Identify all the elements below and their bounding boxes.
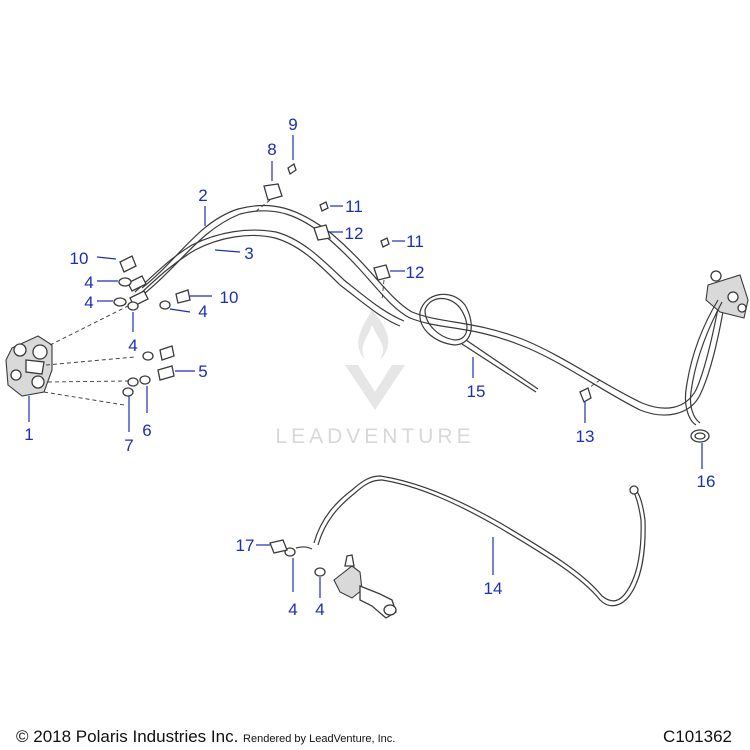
- fitting-17: [269, 539, 288, 554]
- leadventure-watermark: LEADVENTURE: [275, 310, 474, 448]
- rendered-by-text: Rendered by LeadVenture, Inc.: [243, 733, 396, 745]
- clamp-8: [263, 183, 283, 201]
- callout-3: 3: [244, 244, 253, 263]
- screw-11a: [319, 201, 329, 212]
- banjo-bolt-lower: [175, 289, 191, 304]
- callout-6: 6: [142, 421, 151, 440]
- callout-4-b: 4: [84, 293, 93, 312]
- clamp-12b: [373, 264, 391, 281]
- callout-12-b: 12: [406, 263, 425, 282]
- screw-11b: [380, 237, 390, 248]
- callout-11-b: 11: [406, 232, 424, 251]
- caliper-bolts: [122, 345, 175, 397]
- callout-1: 1: [24, 425, 33, 444]
- diagram-id: C101362: [662, 727, 732, 746]
- callout-12-a: 12: [345, 224, 364, 243]
- callout-11-a: 11: [345, 197, 363, 216]
- callout-2: 2: [198, 186, 207, 205]
- clamp-12a: [313, 224, 331, 241]
- callout-10-a: 10: [70, 249, 89, 268]
- callout-14: 14: [484, 579, 503, 598]
- flame-logo-icon: [358, 310, 389, 360]
- callout-17: 17: [236, 536, 255, 555]
- callout-4-e: 4: [288, 600, 297, 619]
- crush-washers: [113, 277, 326, 577]
- watermark-text: LEADVENTURE: [275, 425, 474, 448]
- screw-9: [287, 162, 297, 176]
- brake-manifold: [705, 270, 749, 319]
- hose-clip: [690, 429, 710, 443]
- banjo-bolt-upper: [119, 255, 137, 273]
- v-logo-icon: [345, 365, 405, 410]
- callout-16: 16: [697, 472, 716, 491]
- callout-7: 7: [124, 436, 133, 455]
- callout-4-c: 4: [128, 336, 137, 355]
- callout-15: 15: [467, 382, 486, 401]
- callout-4-a: 4: [84, 273, 93, 292]
- callout-4-d: 4: [198, 302, 207, 321]
- callout-5: 5: [198, 362, 207, 381]
- copyright-text: © 2018 Polaris Industries Inc.: [16, 727, 239, 746]
- copyright-footer: © 2018 Polaris Industries Inc. Rendered …: [16, 727, 395, 747]
- small-clip: [579, 387, 592, 403]
- callout-8: 8: [267, 140, 276, 159]
- master-cylinder: [333, 554, 397, 619]
- brake-caliper: [5, 335, 53, 397]
- callout-10-b: 10: [220, 288, 239, 307]
- callout-4-f: 4: [315, 600, 324, 619]
- callout-9: 9: [288, 115, 297, 134]
- callout-13: 13: [576, 427, 595, 446]
